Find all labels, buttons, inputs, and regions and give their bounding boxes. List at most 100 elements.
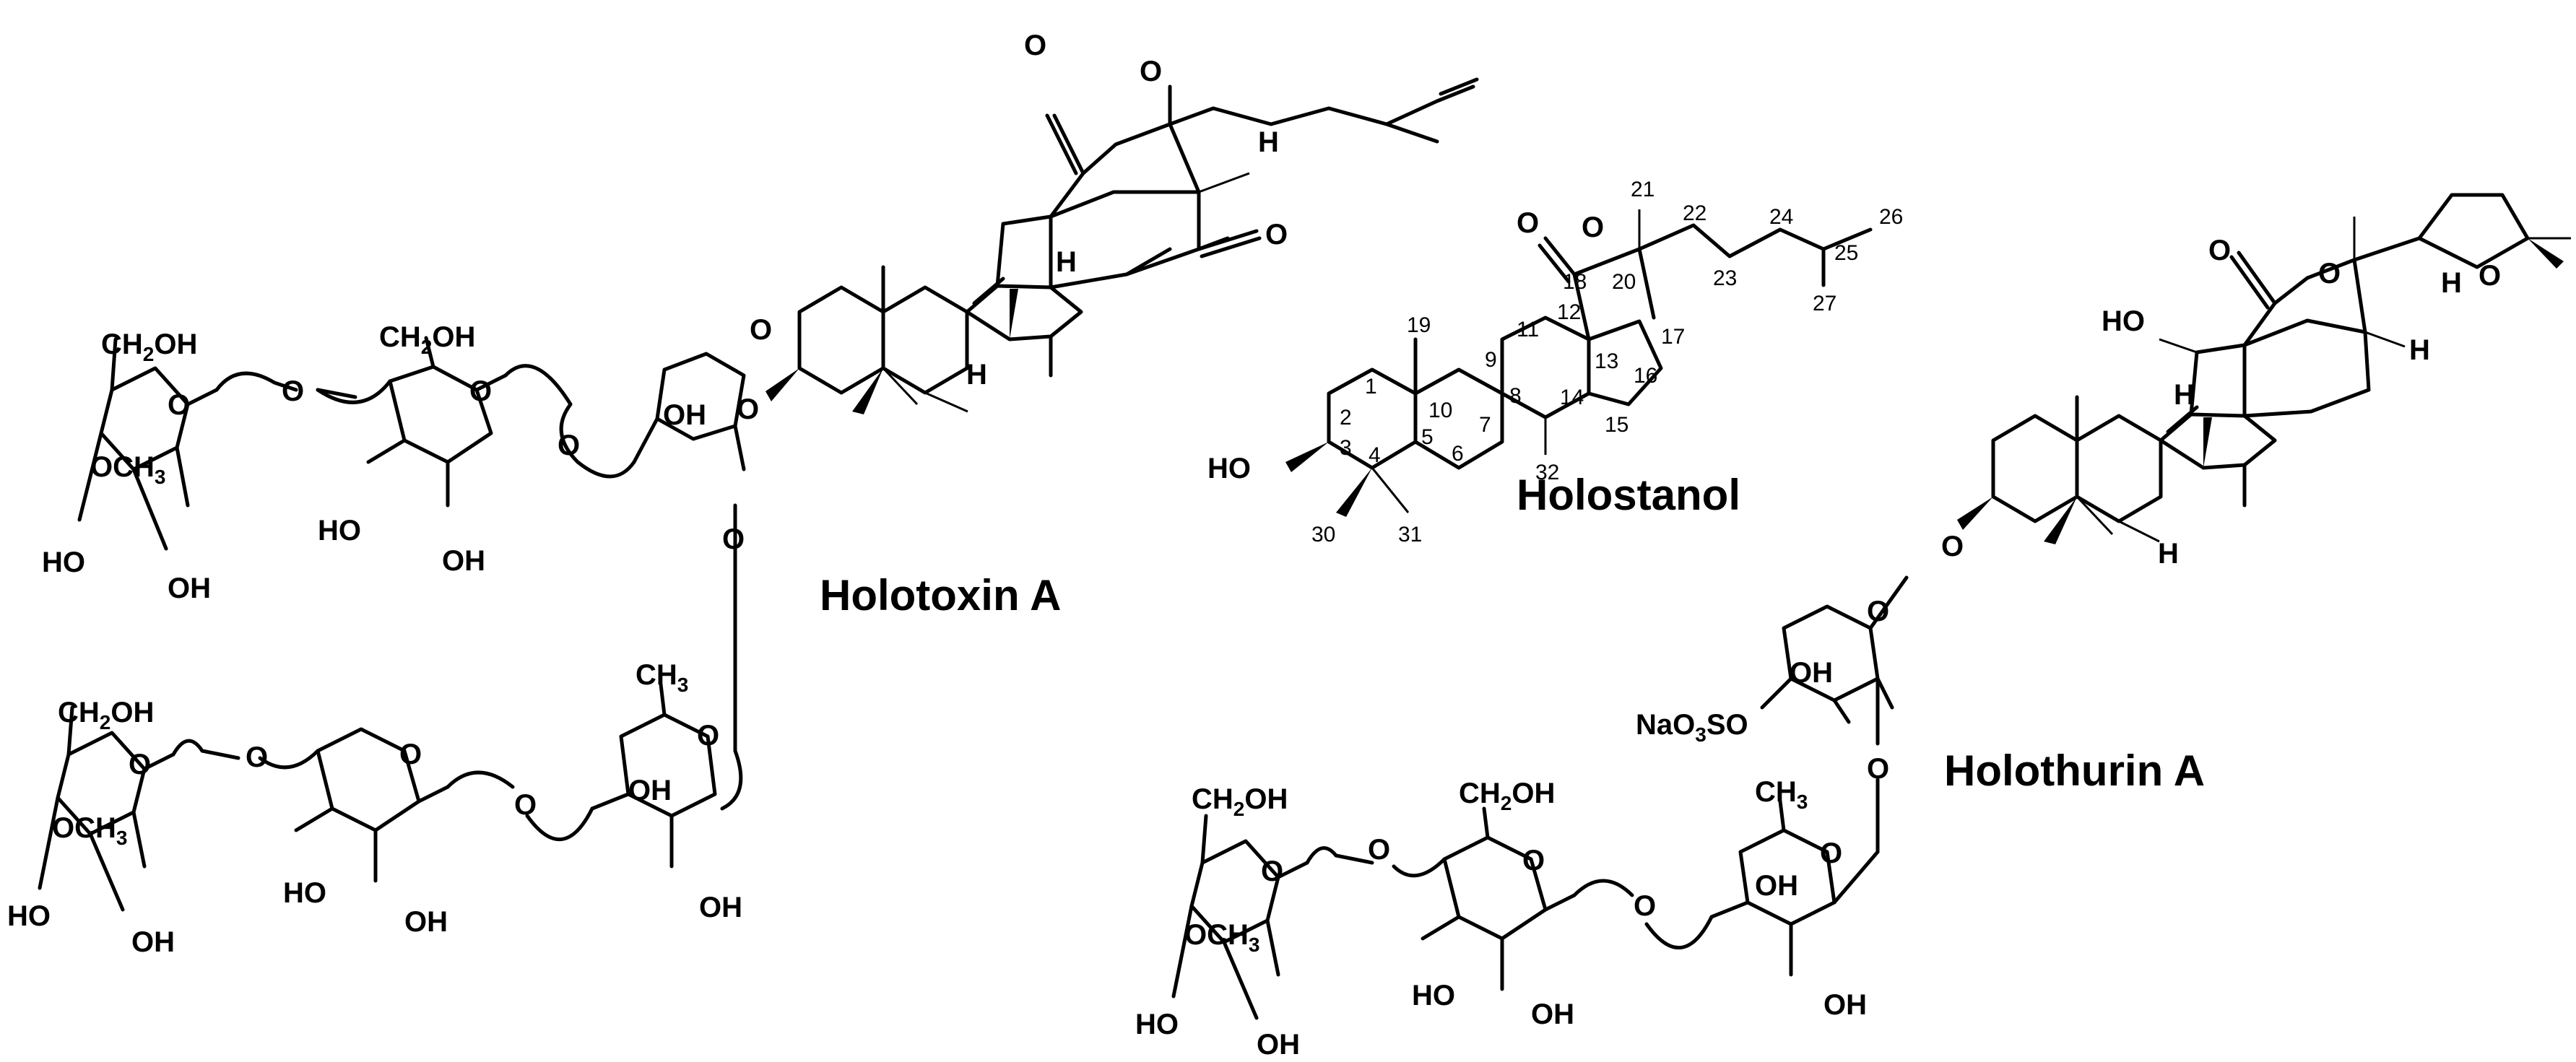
svg-text:11: 11 (1517, 318, 1539, 341)
holothurin-o-glycoside: O (1941, 531, 1964, 562)
holotoxin-link-o-1: O (282, 375, 304, 407)
holothurin-qui-oh: OH (1755, 870, 1798, 902)
holothurin-o-lactone: O (2318, 258, 2341, 290)
holotoxin-glc3-oh: OH (404, 906, 448, 938)
svg-text:10: 10 (1428, 399, 1452, 422)
holothurin-a-sugars (1171, 575, 1909, 1020)
holotoxin-qui-oh: OH (628, 775, 672, 806)
holotoxin-qui-oh-2: OH (699, 892, 742, 923)
holostanol-numbering: 1 2 3 4 5 6 7 8 9 10 11 12 13 14 15 16 1… (1311, 178, 1903, 547)
holothurin-h-5: H (2158, 538, 2179, 570)
svg-text:CH2OH: CH2OH (1459, 778, 1555, 814)
svg-text:CH2OH: CH2OH (101, 328, 197, 365)
holostanol-ho: HO (1207, 453, 1251, 484)
holotoxin-glc4-ho: HO (7, 900, 51, 932)
holothurin-glc2-ring-o: O (1522, 845, 1545, 876)
holotoxin-glc3-ho: HO (283, 877, 326, 909)
holotoxin-glc2-ch2oh: CH2OH (379, 321, 475, 358)
holotoxin-glc2-oh: OH (442, 545, 485, 577)
svg-text:1: 1 (1365, 375, 1377, 399)
holothurin-ho-12: HO (2102, 305, 2145, 337)
svg-text:OCH3: OCH3 (90, 451, 165, 488)
holothurin-xyl-link-o: O (1867, 753, 1889, 785)
svg-text:15: 15 (1605, 413, 1629, 437)
holothurin-qui-ring-o: O (1820, 837, 1842, 869)
svg-text:NaO3SO: NaO3SO (1636, 709, 1748, 746)
svg-text:31: 31 (1398, 523, 1422, 547)
holothurin-glc2-oh: OH (1531, 998, 1574, 1030)
svg-text:17: 17 (1661, 325, 1685, 349)
svg-text:CH2OH: CH2OH (1192, 783, 1288, 820)
holotoxin-o-carbonyl: O (1024, 30, 1046, 61)
title-holotoxin-a: Holotoxin A (820, 571, 1061, 619)
svg-text:14: 14 (1560, 386, 1584, 409)
svg-text:CH3: CH3 (1755, 776, 1808, 813)
svg-text:12: 12 (1557, 300, 1581, 324)
holotoxin-xyl-oh: OH (663, 399, 706, 431)
holothurin-o-carbonyl: O (2208, 235, 2231, 266)
holothurin-glc2-ho: HO (1412, 980, 1455, 1011)
holotoxin-o-glycoside: O (750, 314, 772, 346)
svg-text:CH3: CH3 (636, 659, 688, 696)
title-holothurin-a: Holothurin A (1944, 747, 2205, 795)
svg-text:27: 27 (1813, 292, 1836, 315)
holothurin-qui-ch3: CH3 (1755, 776, 1808, 813)
svg-text:24: 24 (1769, 205, 1793, 229)
holothurin-glc1-oh: OH (1257, 1029, 1300, 1061)
holothurin-glc1-och3: OCH3 (1184, 919, 1259, 956)
holotoxin-link-o-2: O (558, 430, 580, 461)
holothurin-xyl-oh: OH (1790, 657, 1833, 689)
svg-text:OCH3: OCH3 (52, 812, 127, 849)
holotoxin-glc1-ring-o: O (168, 389, 190, 421)
svg-text:OCH3: OCH3 (1184, 919, 1259, 956)
svg-text:25: 25 (1834, 241, 1858, 265)
svg-text:8: 8 (1509, 384, 1522, 408)
holostanol-o-ring: O (1582, 212, 1604, 243)
holothurin-naso3: NaO3SO (1636, 709, 1748, 746)
holotoxin-glc4-ch2oh: CH2OH (58, 697, 154, 734)
holothurin-h-thf: H (2441, 267, 2462, 299)
svg-text:9: 9 (1485, 348, 1497, 372)
holothurin-link-o-3: O (1634, 890, 1656, 922)
holotoxin-h-17: H (1258, 126, 1279, 158)
holotoxin-glc4-och3: OCH3 (52, 812, 127, 849)
holotoxin-glc1-och3: OCH3 (90, 451, 165, 488)
holotoxin-a-aglycone (766, 77, 1479, 414)
svg-text:19: 19 (1407, 313, 1431, 337)
holotoxin-glc3-ring-o: O (399, 739, 422, 770)
holotoxin-h-8: H (1056, 246, 1077, 278)
svg-text:30: 30 (1311, 523, 1335, 547)
holothurin-glc1-ho: HO (1135, 1009, 1179, 1040)
svg-text:CH2OH: CH2OH (58, 697, 154, 734)
holotoxin-a-sugars-top (77, 336, 746, 551)
svg-text:5: 5 (1421, 425, 1434, 449)
holothurin-glc2-ch2oh: CH2OH (1459, 778, 1555, 814)
holotoxin-qui-ch3: CH3 (636, 659, 688, 696)
holotoxin-xyl-ring-o: O (737, 393, 759, 425)
svg-text:CH2OH: CH2OH (379, 321, 475, 358)
svg-text:4: 4 (1369, 443, 1381, 467)
holothurin-h-17: H (2409, 334, 2430, 366)
holothurin-h-8: H (2174, 379, 2195, 411)
holotoxin-glc1-ho: HO (42, 547, 85, 578)
svg-text:21: 21 (1631, 178, 1655, 201)
holotoxin-glc1-ch2oh: CH2OH (101, 328, 197, 365)
svg-text:7: 7 (1479, 413, 1491, 437)
svg-text:22: 22 (1683, 201, 1707, 225)
holotoxin-glc2-ring-o: O (469, 375, 492, 407)
svg-text:6: 6 (1452, 442, 1464, 466)
holothurin-o-thf: O (2479, 260, 2501, 292)
svg-text:3: 3 (1340, 436, 1352, 460)
svg-text:13: 13 (1595, 349, 1618, 373)
svg-text:20: 20 (1612, 270, 1636, 294)
holotoxin-glc2-ho: HO (318, 515, 361, 547)
holotoxin-o-ketone: O (1265, 219, 1288, 251)
holothurin-a-aglycone (1957, 193, 2571, 544)
svg-text:2: 2 (1340, 406, 1352, 430)
svg-text:16: 16 (1634, 364, 1657, 388)
svg-text:32: 32 (1535, 461, 1559, 484)
holothurin-qui-oh-2: OH (1823, 989, 1867, 1021)
svg-text:18: 18 (1563, 270, 1587, 294)
holostanol-skeleton (1285, 209, 1873, 517)
holotoxin-qui-ring-o: O (697, 720, 719, 752)
